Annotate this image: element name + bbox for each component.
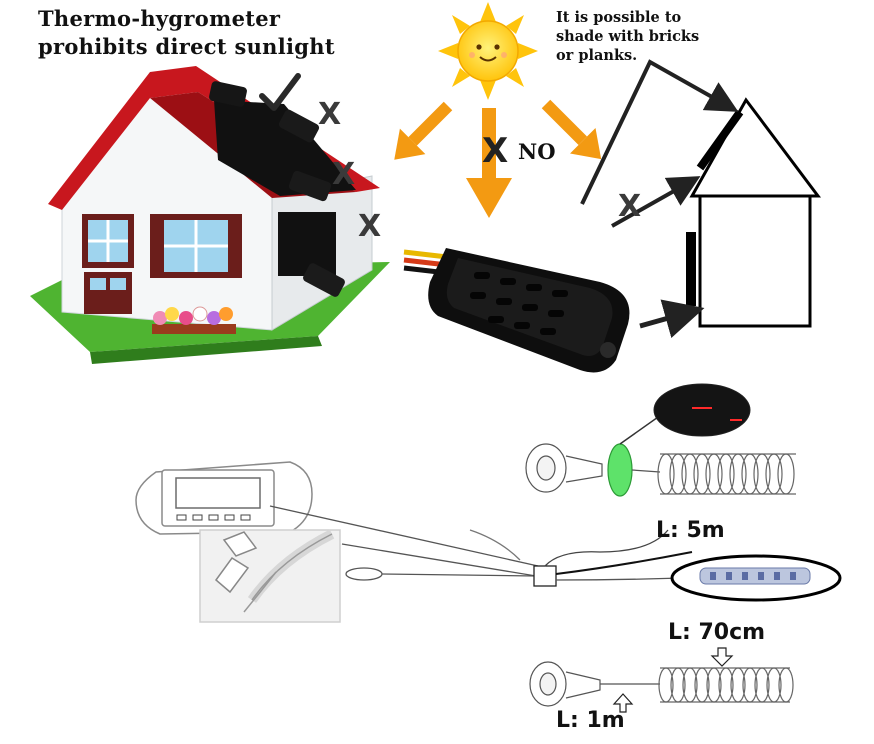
shelter-arrows bbox=[580, 59, 739, 339]
length-label-5m: L: 5m bbox=[656, 518, 725, 543]
title-line-1: Thermo-hygrometer bbox=[38, 6, 281, 31]
no-label: NO bbox=[518, 139, 556, 164]
house-door bbox=[84, 272, 132, 314]
x-mark-wall: X bbox=[358, 209, 382, 244]
usb-cable bbox=[199, 529, 341, 623]
roof-sensor-1 bbox=[209, 81, 247, 107]
note-line-3: or planks. bbox=[556, 47, 638, 64]
house-window-right bbox=[150, 214, 242, 278]
sponge-callout bbox=[653, 383, 751, 437]
note-line-1: It is possible to bbox=[556, 9, 682, 26]
strip-callout bbox=[670, 554, 842, 602]
flower-box bbox=[152, 306, 236, 334]
probe-1m bbox=[529, 647, 794, 713]
probe-5m bbox=[525, 409, 796, 497]
sun-icon bbox=[438, 2, 538, 100]
roof-sensor-3 bbox=[288, 170, 332, 202]
wall-sensor bbox=[303, 263, 345, 297]
sun-arrows bbox=[394, 99, 602, 218]
checkmark-icon bbox=[259, 73, 301, 111]
shelter-house bbox=[686, 97, 821, 328]
wiring-lines bbox=[269, 505, 693, 587]
x-mark-shade: X bbox=[618, 189, 642, 224]
x-mark-no: X bbox=[482, 131, 509, 171]
house-illustration bbox=[30, 66, 390, 364]
roof-sensor-2 bbox=[278, 109, 320, 143]
house-window-left bbox=[82, 214, 134, 268]
title-line-2: prohibits direct sunlight bbox=[38, 34, 335, 59]
x-mark-roof-2: X bbox=[332, 157, 356, 192]
note-line-2: shade with bricks bbox=[556, 28, 700, 45]
sensor-device bbox=[403, 248, 630, 373]
x-mark-roof-1: X bbox=[318, 97, 342, 132]
length-label-1m: L: 1m bbox=[556, 708, 625, 733]
console-callout bbox=[135, 461, 313, 535]
length-label-70cm: L: 70cm bbox=[668, 620, 766, 645]
